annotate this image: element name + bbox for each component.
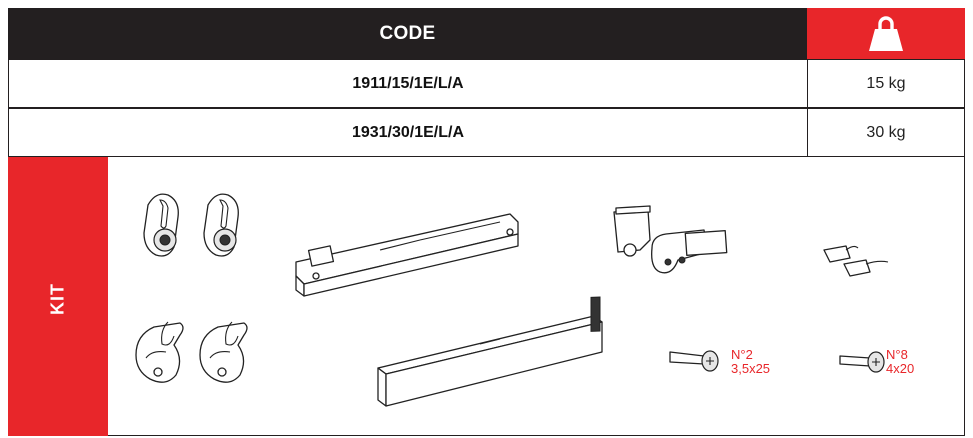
- screw-quantity: N°2: [731, 347, 753, 362]
- stop-plate-icon: [651, 229, 728, 274]
- end-stop-channel-icon: [377, 296, 603, 407]
- door-bracket-icon: [613, 205, 651, 257]
- screw-icon: [839, 351, 885, 373]
- screw-size: 3,5x25: [731, 361, 771, 376]
- kit-section: KIT: [8, 157, 965, 436]
- screw-icon: [669, 350, 719, 372]
- kit-frame: [108, 157, 965, 436]
- table-row: 1931/30/1E/L/A 30 kg: [8, 108, 965, 157]
- screw-spec: N°8 4x20: [886, 348, 914, 376]
- screw-quantity: N°8: [886, 347, 908, 362]
- clip-icon: [823, 245, 889, 277]
- weight-icon: [869, 15, 903, 51]
- screw-size: 4x20: [886, 361, 915, 376]
- load-capacity: 15 kg: [866, 74, 906, 92]
- wheel-bracket-icon: [203, 193, 239, 257]
- wheel-bracket-icon: [143, 193, 179, 257]
- product-code: 1931/30/1E/L/A: [9, 109, 808, 156]
- product-code: 1911/15/1E/L/A: [9, 60, 808, 107]
- damper-rail-icon: [295, 213, 519, 297]
- table-header: CODE: [8, 8, 965, 59]
- code-column-header: CODE: [8, 8, 807, 59]
- guide-clip-icon: [199, 321, 248, 383]
- screw-spec: N°2 3,5x25: [731, 348, 770, 376]
- load-capacity: 30 kg: [866, 123, 906, 141]
- guide-clip-icon: [135, 321, 184, 383]
- kit-band: KIT: [8, 157, 108, 436]
- weight-column-header: [807, 8, 965, 59]
- table-row: 1911/15/1E/L/A 15 kg: [8, 59, 965, 108]
